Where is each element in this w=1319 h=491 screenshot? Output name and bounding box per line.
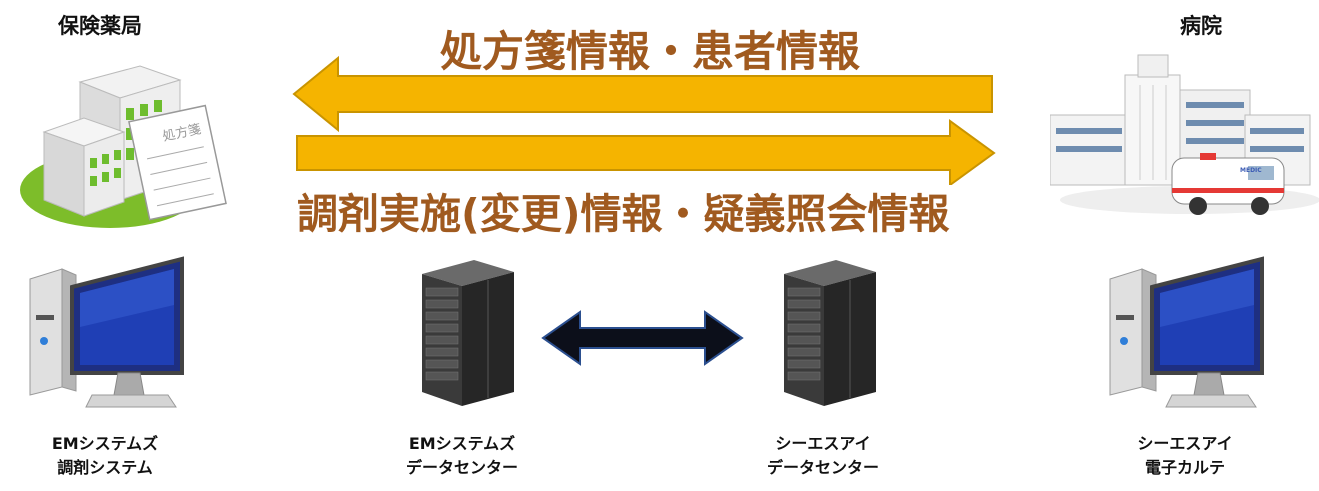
right-arrow bbox=[290, 115, 1000, 185]
node-caption-em-dispensing: EMシステムズ 調剤システム bbox=[5, 432, 205, 480]
server-rack-icon bbox=[418, 258, 518, 408]
double-arrow bbox=[540, 308, 745, 368]
caption-line1: シーエスアイ bbox=[1137, 434, 1233, 453]
computer-icon bbox=[1100, 255, 1270, 415]
top-flow-label: 処方箋情報・患者情報 bbox=[440, 27, 861, 76]
server-rack-icon bbox=[780, 258, 880, 408]
computer-icon bbox=[20, 255, 190, 415]
ambulance-label: MEDIC bbox=[1240, 167, 1262, 174]
bottom-flow-label: 調剤実施(変更)情報・疑義照会情報 bbox=[297, 190, 950, 238]
caption-line2: 電子カルテ bbox=[1144, 458, 1225, 477]
caption-line1: シーエスアイ bbox=[775, 434, 871, 453]
caption-line1: EMシステムズ bbox=[408, 434, 516, 453]
caption-line2: データセンター bbox=[405, 458, 518, 477]
node-caption-csi-datacenter: シーエスアイ データセンター bbox=[723, 432, 923, 480]
node-caption-csi-ehr: シーエスアイ 電子カルテ bbox=[1085, 432, 1285, 480]
caption-line1: EMシステムズ bbox=[51, 434, 159, 453]
pharmacy-building-icon: 処方箋 bbox=[20, 60, 230, 230]
left-arrow bbox=[290, 52, 1000, 136]
hospital-title: 病院 bbox=[1180, 14, 1222, 38]
caption-line2: データセンター bbox=[766, 458, 879, 477]
hospital-building-icon: MEDIC bbox=[1050, 50, 1319, 220]
node-caption-em-datacenter: EMシステムズ データセンター bbox=[362, 432, 562, 480]
pharmacy-title: 保険薬局 bbox=[58, 14, 142, 38]
caption-line2: 調剤システム bbox=[57, 458, 153, 477]
